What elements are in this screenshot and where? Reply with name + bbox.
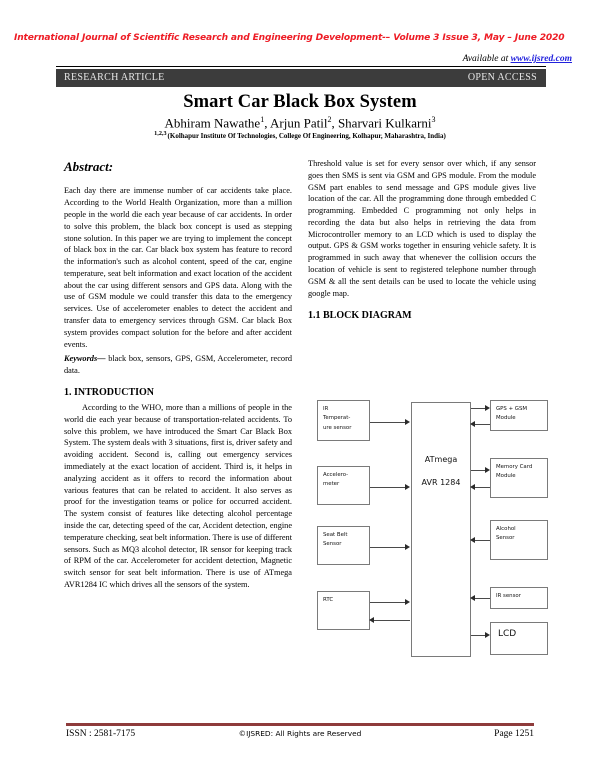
introduction-heading: 1. INTRODUCTION bbox=[64, 386, 155, 398]
available-at-label: Available at bbox=[462, 54, 511, 64]
connector-mcu-to-memory-card bbox=[471, 470, 486, 471]
mcu-label-line2: AVR 1284 bbox=[421, 478, 461, 487]
available-at-line: Available at www.ijsred.com bbox=[463, 54, 572, 64]
right-column-body: Threshold value is set for every sensor … bbox=[308, 159, 536, 298]
connector-mcu-to-gps-gsm bbox=[471, 408, 486, 409]
copyright-label: ©IJSRED: All Rights are Reserved bbox=[238, 729, 362, 738]
block-ir-sensor: IR sensor bbox=[490, 587, 548, 609]
open-access-label: OPEN ACCESS bbox=[467, 72, 537, 83]
affiliation-superscript: 1,2,3 bbox=[154, 130, 167, 137]
mcu-label-line1: ATmega bbox=[424, 455, 458, 464]
header-divider-rule bbox=[56, 66, 546, 67]
arrow-rtc-to-mcu-icon bbox=[405, 599, 410, 605]
connector-ir-temp-to-mcu bbox=[370, 422, 406, 423]
arrow-mcu-to-gps-gsm-icon bbox=[485, 405, 490, 411]
connector-alcohol-to-mcu bbox=[475, 540, 490, 541]
connector-ir-sensor-to-mcu bbox=[475, 598, 490, 599]
left-column: Abstract: Each day there are immense num… bbox=[64, 158, 292, 594]
research-article-label: RESEARCH ARTICLE bbox=[64, 72, 165, 83]
journal-website-link[interactable]: www.ijsred.com bbox=[510, 54, 572, 64]
keywords-values: black box, sensors, GPS, GSM, Accelerome… bbox=[64, 354, 292, 376]
block-diagram-heading: 1.1 BLOCK DIAGRAM bbox=[308, 310, 412, 322]
author-1: Abhiram Nawathe bbox=[164, 115, 261, 131]
arrow-alcohol-to-mcu-icon bbox=[470, 537, 475, 543]
arrow-ir-sensor-to-mcu-icon bbox=[470, 595, 475, 601]
keywords-line: Keywords— black box, sensors, GPS, GSM, … bbox=[64, 353, 292, 377]
abstract-body: Each day there are immense number of car… bbox=[64, 186, 292, 349]
page-number: Page 1251 bbox=[494, 729, 534, 739]
arrow-mcu-to-memory-card-icon bbox=[485, 467, 490, 473]
page-title: Smart Car Black Box System bbox=[183, 92, 417, 112]
page-footer: ISSN : 2581-7175 ©IJSRED: All Rights are… bbox=[66, 729, 534, 745]
keywords-label: Keywords— bbox=[64, 354, 106, 364]
connector-mcu-to-rtc bbox=[374, 620, 410, 621]
connector-memory-card-to-mcu bbox=[475, 487, 490, 488]
author-1-superscript: 1 bbox=[260, 115, 265, 124]
author-list: Abhiram Nawathe1, Arjun Patil2, Sharvari… bbox=[164, 115, 436, 131]
connector-gps-gsm-to-mcu bbox=[475, 424, 490, 425]
affiliation-line: 1,2,3(Kolhapur Institute Of Technologies… bbox=[0, 130, 600, 140]
author-3: Sharvari Kulkarni bbox=[337, 115, 432, 131]
author-2: Arjun Patil bbox=[270, 115, 328, 131]
arrow-ir-temp-to-mcu-icon bbox=[405, 419, 410, 425]
right-column: Threshold value is set for every sensor … bbox=[308, 158, 536, 324]
arrow-memory-card-to-mcu-icon bbox=[470, 484, 475, 490]
arrow-accelerometer-to-mcu-icon bbox=[405, 484, 410, 490]
arrow-mcu-to-rtc-icon bbox=[369, 617, 374, 623]
arrow-mcu-to-lcd-icon bbox=[485, 632, 490, 638]
connector-seatbelt-to-mcu bbox=[370, 547, 406, 548]
author-2-superscript: 2 bbox=[327, 115, 332, 124]
arrow-gps-gsm-to-mcu-icon bbox=[470, 421, 475, 427]
connector-accelerometer-to-mcu bbox=[370, 487, 406, 488]
issn-label: ISSN : 2581-7175 bbox=[66, 729, 136, 739]
introduction-body: According to the WHO, more than a millio… bbox=[64, 403, 293, 589]
abstract-heading: Abstract: bbox=[64, 159, 114, 174]
arrow-seatbelt-to-mcu-icon bbox=[405, 544, 410, 550]
block-accelerometer: Accelero-meter bbox=[317, 466, 370, 505]
connector-mcu-to-lcd bbox=[471, 635, 486, 636]
block-lcd: LCD bbox=[490, 622, 548, 655]
author-3-superscript: 3 bbox=[431, 115, 436, 124]
affiliation-text: (Kolhapur Institute Of Technologies, Col… bbox=[167, 132, 446, 140]
journal-header-line: International Journal of Scientific Rese… bbox=[14, 33, 565, 43]
footer-rule bbox=[66, 723, 534, 726]
connector-rtc-to-mcu bbox=[370, 602, 406, 603]
article-type-bar: RESEARCH ARTICLE OPEN ACCESS bbox=[56, 69, 546, 87]
microcontroller-block: ATmega AVR 1284 bbox=[411, 402, 471, 657]
block-rtc: RTC bbox=[317, 591, 370, 630]
